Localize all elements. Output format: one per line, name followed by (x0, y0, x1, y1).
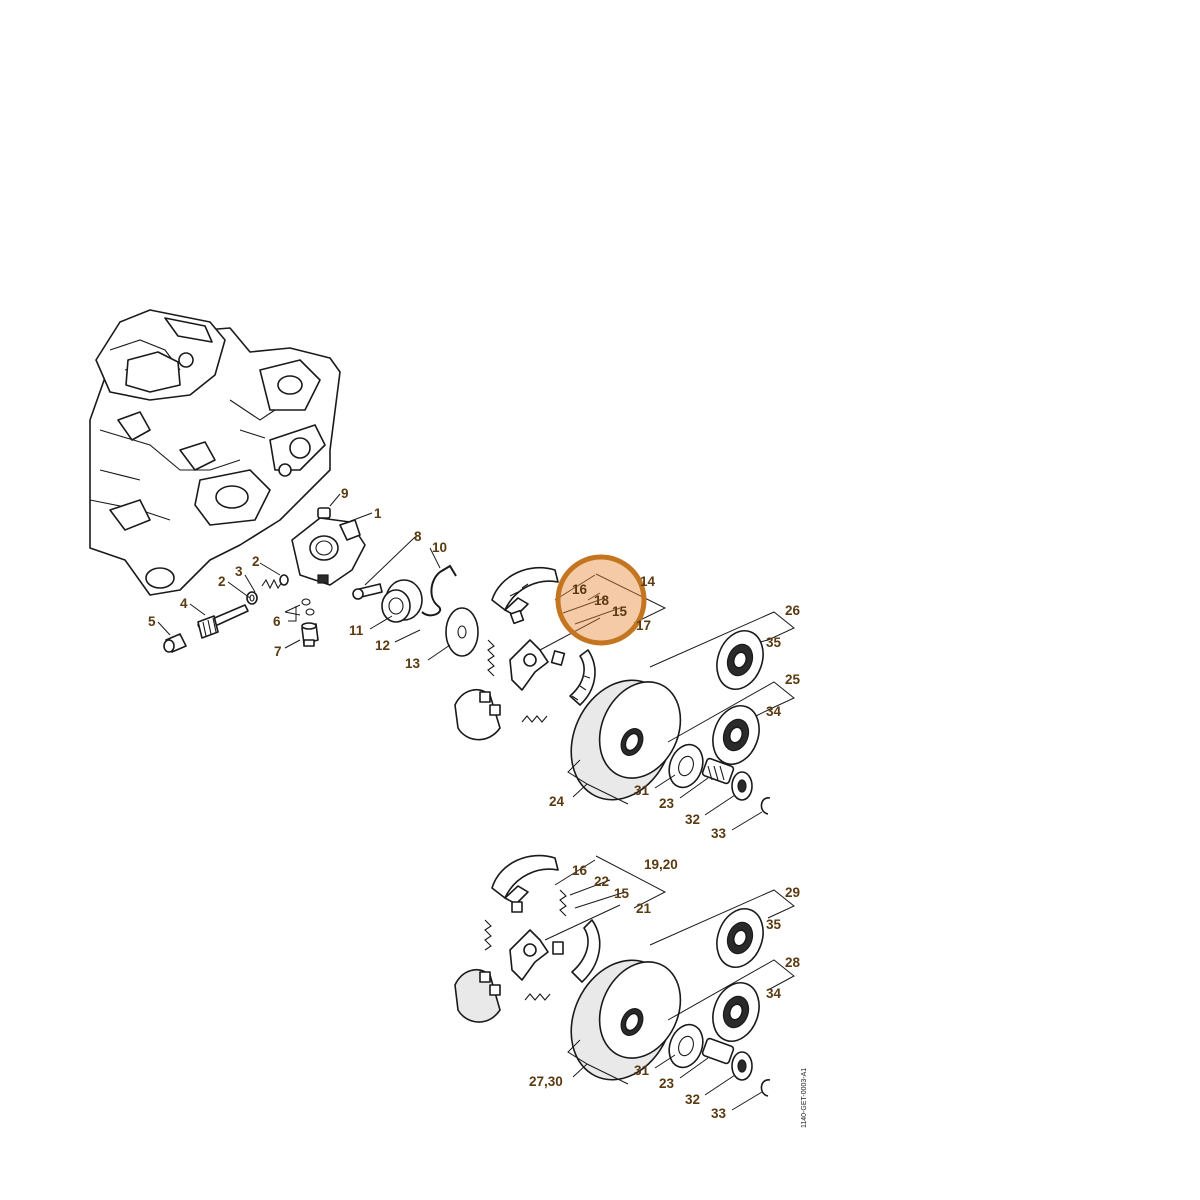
screw-8 (352, 583, 383, 600)
label-23-upper: 23 (659, 796, 675, 811)
clutch-shoe-left-upper (454, 689, 501, 741)
pump-small-cap-9 (317, 507, 331, 519)
label-21: 21 (636, 901, 652, 916)
document-reference: 1140-GET-0003-A1 (801, 1068, 808, 1128)
label-14: 14 (640, 574, 656, 589)
highlight-circle (555, 554, 647, 646)
clutch-drum-24 (570, 679, 682, 801)
washer-13 (445, 607, 479, 657)
spur-sprocket-34-lower (712, 982, 760, 1042)
washer-3 (246, 591, 258, 605)
rim-sprocket-35-upper (716, 630, 764, 690)
clutch-spring-upper (487, 639, 495, 677)
sprocket-31-upper (668, 743, 704, 789)
rim-sprocket-35-lower (716, 908, 764, 968)
label-23-lower: 23 (659, 1076, 675, 1091)
clutch-spring-22 (559, 889, 567, 917)
label-15-lower: 15 (614, 886, 630, 901)
label-33-lower: 33 (711, 1106, 727, 1121)
label-10: 10 (432, 540, 447, 555)
clutch-shoe-upper-lower (491, 854, 559, 905)
oil-pump (291, 517, 366, 586)
clutch-shoe-upper (491, 566, 559, 617)
label-1: 1 (374, 506, 382, 521)
sprocket-31-lower (668, 1023, 704, 1069)
label-24: 24 (549, 794, 565, 809)
o-rings-6 (301, 598, 315, 616)
label-9: 9 (341, 486, 349, 501)
spur-sprocket-34-upper (712, 705, 760, 765)
label-11: 11 (349, 623, 364, 638)
washer-32-lower (731, 1051, 753, 1081)
label-25: 25 (785, 672, 801, 687)
label-13: 13 (405, 656, 421, 671)
label-15-upper: 15 (612, 604, 628, 619)
fitting-7 (301, 622, 319, 647)
label-27-30: 27,30 (529, 1074, 563, 1089)
label-5: 5 (148, 614, 156, 629)
label-2-upper: 2 (252, 554, 260, 569)
label-35-lower: 35 (766, 917, 782, 932)
leader-lines (157, 493, 795, 1111)
e-clip-33-lower (760, 1079, 771, 1097)
label-32-lower: 32 (685, 1092, 700, 1107)
clutch-carrier-upper (509, 609, 566, 691)
needle-bearing-23-upper (701, 757, 735, 785)
engine-housing (89, 309, 341, 596)
label-4: 4 (180, 596, 188, 611)
worm-gear-11 (381, 579, 423, 623)
clutch-spring-lower-lower (524, 993, 551, 1001)
label-18: 18 (594, 593, 610, 608)
label-7: 7 (274, 644, 282, 659)
label-22: 22 (594, 874, 609, 889)
clutch-shoe-right-upper (569, 649, 596, 706)
clutch-carrier-lower (509, 901, 564, 981)
label-35-upper: 35 (766, 635, 782, 650)
label-32-upper: 32 (685, 812, 700, 827)
part-labels: 1 9 8 10 2 3 2 4 5 6 7 11 12 13 16 14 18… (148, 486, 801, 1121)
label-34-upper: 34 (766, 704, 782, 719)
clutch-spring-lower-upper (521, 715, 548, 723)
clutch-drum-27-30 (570, 959, 682, 1081)
cap-5 (163, 633, 187, 653)
label-19-20: 19,20 (644, 857, 678, 872)
label-34-lower: 34 (766, 986, 782, 1001)
needle-bearing-23-lower (701, 1037, 735, 1065)
clutch-spring-left-lower (484, 919, 492, 951)
label-12: 12 (375, 638, 390, 653)
label-8: 8 (414, 529, 422, 544)
label-26: 26 (785, 603, 801, 618)
shaft-4 (197, 604, 249, 639)
e-clip-33-upper (760, 797, 771, 815)
label-16-upper: 16 (572, 582, 588, 597)
label-2-lower: 2 (218, 574, 226, 589)
label-31-lower: 31 (634, 1063, 650, 1078)
spring-clip-10 (421, 564, 457, 617)
washer-32-upper (731, 771, 753, 801)
label-28: 28 (785, 955, 801, 970)
clutch-shoe-left-lower (454, 969, 501, 1023)
clutch-shoe-right-lower (571, 919, 601, 983)
label-17: 17 (636, 618, 651, 633)
label-29: 29 (785, 885, 800, 900)
label-3: 3 (235, 564, 243, 579)
label-33-upper: 33 (711, 826, 727, 841)
label-31-upper: 31 (634, 783, 650, 798)
spring-2 (261, 574, 289, 590)
label-16-lower: 16 (572, 863, 588, 878)
label-6: 6 (273, 614, 281, 629)
